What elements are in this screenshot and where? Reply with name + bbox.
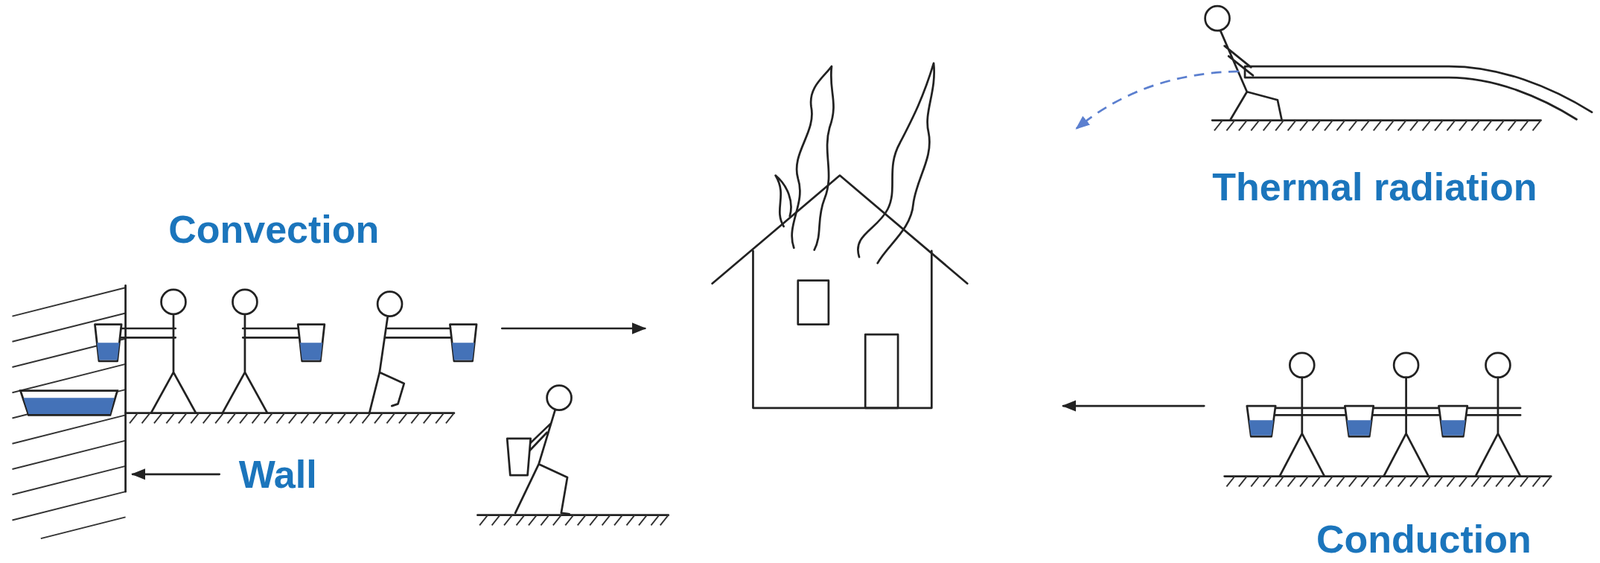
bucket (94, 324, 122, 362)
empty-bucket (507, 438, 531, 476)
bucket (1344, 405, 1373, 437)
flame (857, 63, 934, 263)
stick-figure (1475, 352, 1521, 477)
caption-label: Conduction (1316, 519, 1532, 559)
bucket-water (1346, 419, 1372, 436)
bucket-chain-arms (1273, 408, 1521, 416)
wall-hatch (11, 287, 126, 539)
stick-figure (1383, 352, 1429, 477)
leader-arrow (132, 472, 219, 476)
bucket (449, 324, 477, 362)
stick-figure (369, 291, 452, 414)
caption-label: Wall (238, 454, 318, 494)
stick-figure (120, 289, 196, 414)
spray-arrow (1076, 71, 1239, 129)
house-roof (712, 175, 968, 284)
ground-hatch (129, 413, 455, 424)
bucket-water (1249, 419, 1274, 436)
caption-label: Convection (168, 209, 379, 249)
flame (775, 175, 792, 227)
basin-water (23, 397, 115, 414)
house-window (798, 280, 829, 325)
bucket-water (96, 342, 120, 360)
stick-figure (1205, 5, 1283, 120)
flame (792, 66, 834, 251)
ground-hatch (1214, 120, 1542, 132)
ground-hatch (479, 515, 669, 526)
house-walls (752, 250, 932, 409)
caption-label: Thermal radiation (1212, 167, 1537, 207)
ground-hatch (1226, 476, 1551, 487)
ground-line (1224, 475, 1552, 478)
bucket-water (1440, 419, 1466, 436)
direction-arrow (501, 327, 645, 330)
stick-figure (1279, 352, 1325, 477)
stick-figure (222, 289, 300, 414)
bucket (1438, 405, 1467, 437)
water-basin (20, 390, 117, 416)
bucket (1247, 405, 1276, 437)
house-door (865, 334, 898, 409)
bucket (297, 324, 325, 362)
direction-arrow (1063, 405, 1204, 408)
fire-hose (1244, 66, 1592, 120)
wall-line (124, 285, 127, 492)
bucket-water (300, 342, 323, 360)
bucket-water (451, 342, 475, 360)
